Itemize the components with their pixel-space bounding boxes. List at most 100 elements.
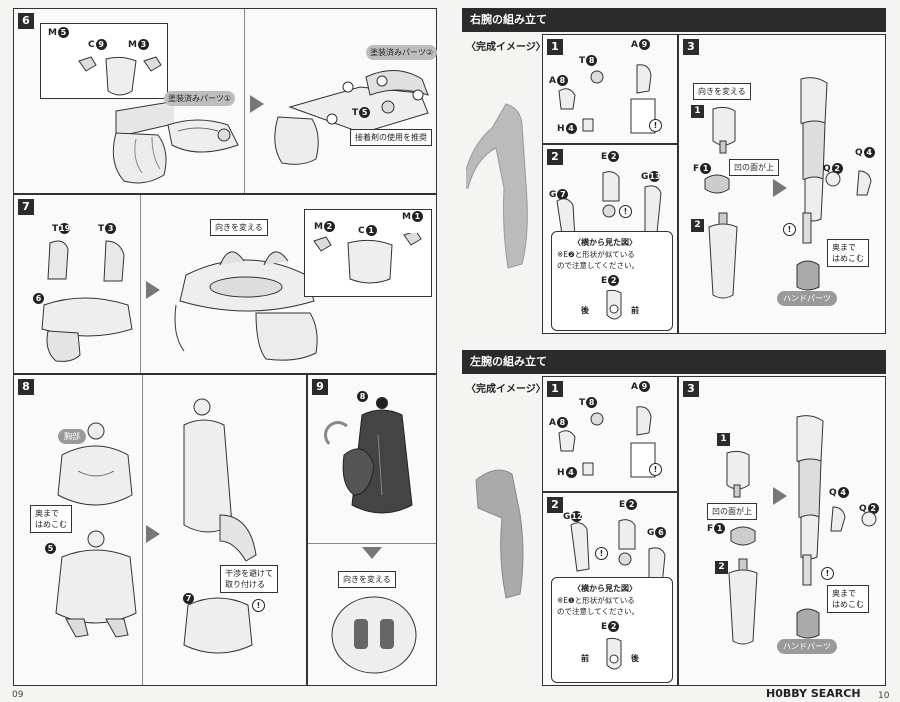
skirt-part-illustration <box>78 56 174 184</box>
finished-image-label: 〈完成イメージ〉 <box>466 384 546 395</box>
sub-step-1: 1 <box>691 105 704 118</box>
note-concave-up: 凹の面が上 <box>707 503 757 520</box>
note-turn-direction: 向きを変える <box>338 571 396 588</box>
torso-part-illustration <box>55 530 137 638</box>
assembled-arm-illustration <box>796 415 824 560</box>
joint-part-illustration <box>704 174 730 194</box>
arrow-right-icon <box>146 281 160 299</box>
step9-panel: 9 8 向きを変える <box>307 374 437 686</box>
finished-image-label: 〈完成イメージ〉 <box>466 42 546 53</box>
label-front: 前 <box>581 654 589 663</box>
right-arm-banner: 右腕の組み立て <box>462 8 886 32</box>
panel-divider <box>142 375 143 685</box>
step-number: 2 <box>547 497 563 513</box>
step-number: 9 <box>312 379 328 395</box>
skirt-zoom-illustration <box>313 233 422 284</box>
arrow-right-icon <box>146 525 160 543</box>
rotated-top-view-illustration <box>331 596 417 674</box>
arrow-down-icon <box>362 547 382 559</box>
step-ref-7: 7 <box>182 593 194 604</box>
forearm-parts-illustration <box>570 519 666 596</box>
finished-right-arm-photo <box>466 103 528 269</box>
note-glue-recommended: 接着剤の使用を推奨 <box>350 129 432 146</box>
wrist-joint-illustration <box>802 554 812 586</box>
elbow-side-illustration <box>606 289 622 320</box>
side-view-label: 〈横から見た図〉 <box>573 584 637 593</box>
wrist-joint-illustration <box>802 212 812 244</box>
step-number: 8 <box>18 379 34 395</box>
note-push-in: 奥まではめこむ <box>827 585 869 613</box>
arrow-right-icon <box>773 179 787 197</box>
caution-icon: ! <box>649 119 662 132</box>
forearm-parts-illustration <box>556 171 662 242</box>
note-avoid-interference: 干渉を避けて取り付ける <box>220 565 278 593</box>
note-painted-part-2: 塗装済みパーツ② <box>366 45 438 60</box>
rotated-hip-illustration <box>174 251 318 361</box>
hand-parts-label: ハンドパーツ <box>777 291 837 306</box>
caution-icon: ! <box>595 547 608 560</box>
step-ref-8: 8 <box>356 391 368 402</box>
panel-divider <box>244 9 245 193</box>
note-painted-part-1: 塗装済みパーツ① <box>164 91 236 106</box>
step-ref-5: 5 <box>44 543 56 554</box>
assembled-torso-illustration <box>183 398 257 654</box>
part-label-g12: G12 <box>563 511 583 522</box>
assembled-arm-illustration <box>800 77 828 222</box>
upper-arm-part-illustration <box>712 106 736 154</box>
assembled-skirt-illustration <box>274 70 429 165</box>
caution-icon: ! <box>252 599 265 612</box>
hand-parts-label: ハンドパーツ <box>777 639 837 654</box>
note-push-in: 奥まではめこむ <box>827 239 869 267</box>
left-arm-banner: 左腕の組み立て <box>462 350 886 374</box>
sub-step-1: 1 <box>717 433 730 446</box>
sub-step-2: 2 <box>691 219 704 232</box>
page-number: 09 <box>12 690 24 700</box>
joint-part-illustration <box>730 526 756 546</box>
finished-left-arm-photo <box>475 469 524 599</box>
caution-icon: ! <box>821 567 834 580</box>
panel-divider <box>140 195 141 373</box>
caution-text: ※E❷と形状が似ているので注意してください。 <box>557 250 640 270</box>
caution-icon: ! <box>783 223 796 236</box>
step8-panel: 8 胸部 奥まではめこむ 5 干渉を避けて取り付ける 7 ! <box>13 374 307 686</box>
step-number: 6 <box>18 13 34 29</box>
step-ref-6: 6 <box>32 293 44 304</box>
side-view-label: 〈横から見た図〉 <box>573 238 637 247</box>
panel-divider <box>308 543 436 544</box>
arrow-right-icon <box>250 95 264 113</box>
elbow-side-illustration <box>606 637 622 670</box>
page-number: 10 <box>878 691 890 701</box>
hip-frame-illustration <box>167 119 239 153</box>
wrist-parts-illustration <box>825 170 872 196</box>
hand-part-illustration <box>796 260 820 291</box>
watermark: H0BBY SEARCH <box>766 687 861 700</box>
lower-arm-part-illustration <box>708 212 738 299</box>
step-number: 1 <box>547 39 563 55</box>
